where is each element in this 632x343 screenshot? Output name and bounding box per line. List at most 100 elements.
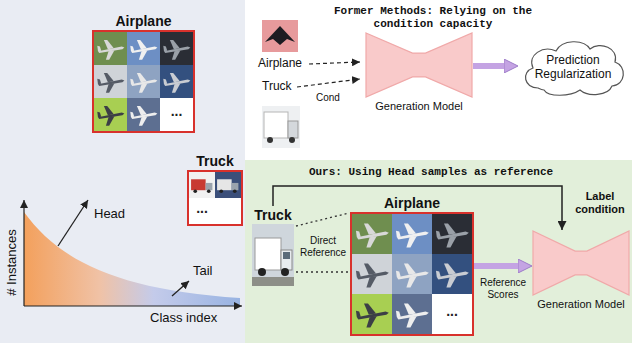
truck-cab bbox=[206, 183, 213, 190]
wing bbox=[139, 83, 148, 93]
wing bbox=[172, 50, 181, 60]
dotted-reference-line bbox=[296, 271, 350, 272]
ptitle-text: Former Methods: Relying on the condition… bbox=[327, 5, 539, 31]
photo-ground bbox=[352, 254, 392, 294]
head-class-grid: Airplane... bbox=[92, 12, 195, 133]
wing bbox=[172, 83, 181, 93]
head-pointer bbox=[58, 200, 88, 246]
head-text: Truck bbox=[250, 206, 296, 224]
road bbox=[252, 277, 294, 286]
tail-fin bbox=[97, 112, 101, 117]
airplane-shape bbox=[356, 304, 389, 328]
condition-label: Truck bbox=[262, 80, 292, 94]
truck-image bbox=[252, 224, 294, 286]
dots-text: ... bbox=[189, 198, 215, 218]
truck-cab bbox=[281, 250, 292, 270]
ctext-text: Prediction Regularization bbox=[530, 53, 616, 81]
bottom-panel-ground bbox=[245, 160, 632, 343]
cloud-outline bbox=[526, 42, 624, 96]
plane-image bbox=[352, 254, 392, 294]
truck-body bbox=[191, 179, 206, 190]
dots-text: ... bbox=[160, 98, 193, 125]
tail-fin bbox=[163, 46, 167, 51]
tail-fin bbox=[130, 112, 134, 117]
wing bbox=[366, 276, 376, 288]
tail-fin bbox=[396, 271, 401, 277]
photo-ground bbox=[127, 98, 160, 131]
wing bbox=[170, 40, 180, 49]
airplane-shape bbox=[356, 224, 389, 248]
wing bbox=[404, 224, 416, 235]
airplane-shape bbox=[163, 40, 190, 60]
tail-fin bbox=[436, 271, 441, 277]
airplane-shape bbox=[97, 106, 124, 126]
wing bbox=[139, 116, 148, 126]
sample-grid-frame: ... bbox=[350, 212, 474, 336]
mtext-text: Generation Model bbox=[532, 298, 630, 311]
cond-label: Cond bbox=[316, 92, 340, 104]
tail-fin bbox=[396, 231, 401, 237]
connector-label: Reference Scores bbox=[476, 277, 530, 301]
wing bbox=[366, 236, 376, 248]
airplane-photo bbox=[262, 20, 298, 52]
truck-window bbox=[283, 252, 290, 259]
wing bbox=[446, 236, 456, 248]
condition-arrow bbox=[297, 79, 360, 87]
truck-wheel bbox=[258, 268, 266, 276]
wing bbox=[444, 224, 456, 235]
truck-cab bbox=[288, 121, 298, 138]
generation-model-shape bbox=[365, 32, 473, 98]
truck-wheel bbox=[281, 268, 289, 276]
tail-fin bbox=[130, 79, 134, 84]
purple-arrow bbox=[474, 263, 522, 269]
photo-ground bbox=[262, 106, 300, 148]
airplane-shape bbox=[436, 224, 469, 248]
bomber-shape bbox=[265, 26, 295, 45]
wing bbox=[106, 83, 115, 93]
airplane-shape bbox=[396, 224, 429, 248]
photo-ground bbox=[252, 224, 294, 286]
truck-image bbox=[189, 172, 215, 198]
airplane-shape bbox=[436, 264, 469, 288]
photo-ground bbox=[189, 172, 215, 198]
wing bbox=[139, 50, 148, 60]
tail-fin bbox=[356, 231, 361, 237]
plane-image bbox=[392, 214, 432, 254]
plane-image bbox=[127, 98, 160, 131]
y-axis bbox=[23, 200, 24, 306]
truck-wheel bbox=[219, 189, 223, 193]
truck-sample: Truck bbox=[250, 206, 296, 286]
wing bbox=[104, 40, 114, 49]
head-label: Head bbox=[94, 207, 125, 222]
wing bbox=[106, 50, 115, 60]
truck-photo bbox=[262, 106, 300, 148]
top-panel-ground bbox=[245, 0, 632, 160]
photo-ground bbox=[392, 214, 432, 254]
airplane-shape bbox=[356, 264, 389, 288]
plane-image bbox=[94, 98, 127, 131]
condition-arrow bbox=[309, 62, 360, 64]
wing bbox=[137, 40, 147, 49]
truck-shape bbox=[217, 179, 238, 193]
airplane-shape bbox=[130, 40, 157, 60]
former-methods-panel: Former Methods: Relying on the condition… bbox=[245, 0, 632, 160]
wing bbox=[406, 276, 416, 288]
airplane-shape bbox=[97, 73, 124, 93]
sample-grid-frame: ... bbox=[92, 30, 195, 133]
generation-model: Generation Model bbox=[532, 230, 630, 311]
sample-images bbox=[189, 172, 241, 224]
plane-image bbox=[392, 294, 432, 334]
tail-fin bbox=[130, 46, 134, 51]
wing bbox=[366, 316, 376, 328]
wing bbox=[406, 236, 416, 248]
photo-ground bbox=[94, 98, 127, 131]
generation-model: Generation Model bbox=[365, 32, 473, 113]
tail-fin bbox=[356, 271, 361, 277]
head-text: Airplane bbox=[92, 12, 195, 30]
photo-ground bbox=[432, 214, 472, 254]
airplane-shape bbox=[130, 73, 157, 93]
dots-text: ... bbox=[432, 294, 472, 328]
truck-wheel bbox=[207, 189, 211, 193]
condition-label: Airplane bbox=[258, 57, 302, 71]
